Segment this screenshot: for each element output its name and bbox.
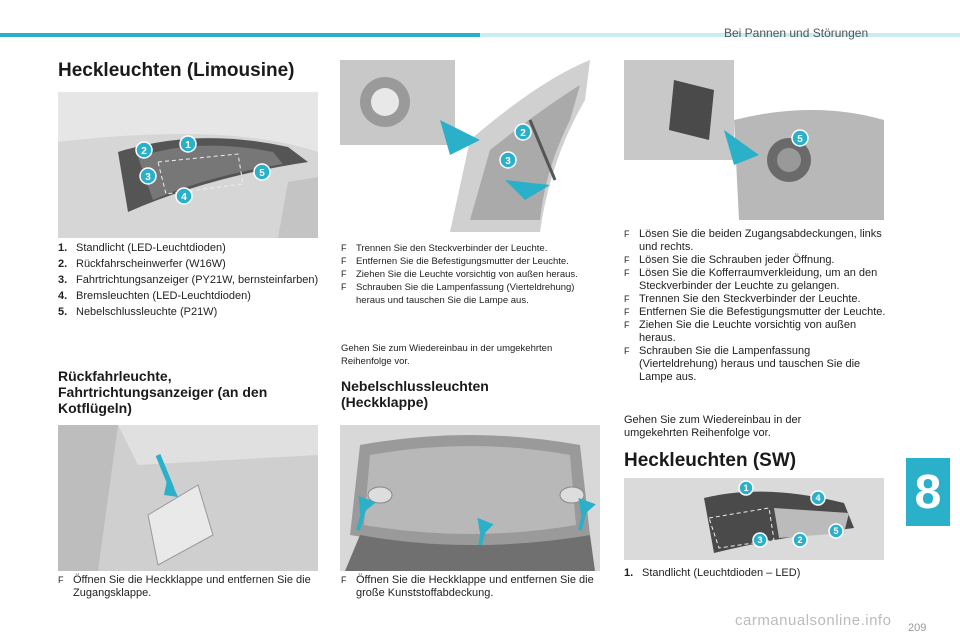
subtitle-reverse-lights: Rückfahrleuchte, Fahrtrichtungsanzeiger … bbox=[58, 368, 268, 416]
list-item: 4.Bremsleuchten (LED-Leuchtdioden) bbox=[58, 290, 251, 302]
list-item: 1.Standlicht (LED-Leuchtdioden) bbox=[58, 242, 226, 254]
callout-1: 1 bbox=[743, 483, 748, 493]
callout-5: 5 bbox=[797, 134, 803, 145]
watermark: carmanualsonline.info bbox=[735, 612, 892, 629]
limousine-parts-list: 1.Standlicht (LED-Leuchtdioden) 2.Rückfa… bbox=[58, 241, 320, 321]
section-title: Bei Pannen und Störungen bbox=[724, 26, 869, 40]
callout-5: 5 bbox=[259, 168, 265, 179]
subtitle-fog-lights: Nebelschlussleuchten (Heckklappe) bbox=[341, 378, 489, 410]
reassembly-note-sw: Gehen Sie zum Wiedereinbau in der umgeke… bbox=[624, 414, 802, 439]
header-bar-left bbox=[0, 33, 480, 37]
list-item: 3.Fahrtrichtungsanzeiger (PY21W, bernste… bbox=[58, 274, 319, 286]
chapter-badge: 8 bbox=[906, 458, 950, 526]
callout-2: 2 bbox=[141, 146, 147, 157]
list-item: 2.Rückfahrscheinwerfer (W16W) bbox=[58, 258, 226, 270]
callout-4: 4 bbox=[181, 192, 187, 203]
callout-2: 2 bbox=[797, 535, 802, 545]
photo-limousine-lights: 1 2 3 4 5 bbox=[58, 92, 318, 238]
callout-1: 1 bbox=[185, 140, 191, 151]
title-limousine: Heckleuchten (Limousine) bbox=[58, 60, 295, 81]
callout-5: 5 bbox=[833, 526, 838, 536]
photo-lamp-removal: 2 3 bbox=[340, 60, 600, 232]
page-number: 209 bbox=[908, 622, 927, 634]
callout-4: 4 bbox=[815, 493, 820, 503]
list-item: 1.Standlicht (Leuchtdioden – LED) bbox=[624, 567, 801, 579]
photo-access-flap bbox=[58, 425, 318, 571]
list-item: 5.Nebelschlussleuchte (P21W) bbox=[58, 306, 218, 318]
title-sw: Heckleuchten (SW) bbox=[624, 450, 797, 471]
header-bar-right bbox=[480, 33, 960, 37]
callout-3: 3 bbox=[145, 172, 151, 183]
reassembly-note: Gehen Sie zum Wiedereinbau in der umgeke… bbox=[341, 343, 553, 367]
photo-tailgate-cover bbox=[340, 425, 600, 571]
callout-3: 3 bbox=[505, 156, 511, 167]
callout-3: 3 bbox=[757, 535, 762, 545]
photo-fog-lamp-socket: 5 bbox=[624, 60, 884, 220]
photo-sw-lights: 1 4 5 3 2 bbox=[624, 478, 884, 560]
callout-2: 2 bbox=[520, 128, 526, 139]
sw-parts-list: 1.Standlicht (Leuchtdioden – LED) bbox=[624, 566, 886, 582]
